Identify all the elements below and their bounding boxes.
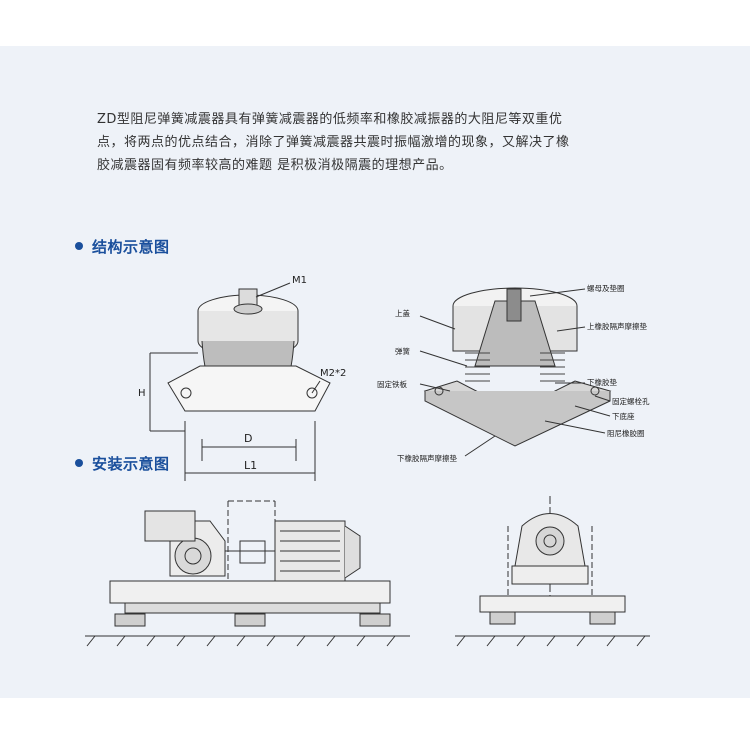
intro-paragraph: ZD型阻尼弹簧减震器具有弹簧减震器的低频率和橡胶减振器的大阻尼等双重优 点，将两… bbox=[97, 108, 665, 177]
intro-line-3: 胶减震器固有频率较高的难题 是积极消极隔震的理想产品。 bbox=[97, 158, 453, 173]
d-dimension-line bbox=[201, 439, 297, 461]
base-frame-lower bbox=[124, 602, 381, 614]
cutaway-bolt-hole-left bbox=[434, 386, 444, 396]
m1-leader bbox=[255, 282, 291, 298]
l1-dimension-line bbox=[184, 421, 316, 481]
intro-line-2: 点，将两点的优点结合，消除了弹簧减震器共震时振幅激增的现象，又解决了橡 bbox=[97, 135, 570, 150]
installation-side-view bbox=[85, 500, 410, 647]
coupling bbox=[239, 540, 266, 564]
pump-housing bbox=[144, 510, 196, 542]
base-plate bbox=[167, 365, 331, 412]
leader-lines bbox=[419, 288, 611, 457]
bullet-dot-icon bbox=[75, 242, 83, 250]
motor-dash-frame bbox=[227, 500, 276, 586]
part-lower-pad: 下橡胶隔声摩擦垫 bbox=[397, 453, 457, 463]
height-dimension-line bbox=[149, 352, 198, 432]
motor-fins bbox=[280, 530, 340, 572]
cutaway-structure-drawing: 螺母及垫圈 上盖 上橡胶隔声摩擦垫 弹簧 下橡胶垫 固定铁板 固定螺栓孔 下底座… bbox=[377, 283, 650, 463]
content-panel: ZD型阻尼弹簧减震器具有弹簧减震器的低频率和橡胶减振器的大阻尼等双重优 点，将两… bbox=[0, 46, 750, 698]
ground-hatch bbox=[86, 635, 396, 647]
front-side-rails bbox=[507, 526, 593, 596]
front-base bbox=[479, 595, 626, 613]
cutaway-bolt bbox=[506, 288, 522, 322]
installation-front-view bbox=[455, 496, 650, 647]
part-lower-rubber-pad: 下橡胶垫 bbox=[587, 377, 617, 387]
dim-h: H bbox=[138, 388, 146, 399]
install-section-title: 安装示意图 bbox=[92, 454, 170, 473]
front-ground-hatch bbox=[456, 635, 646, 647]
part-steel-plate: 固定铁板 bbox=[377, 379, 407, 389]
structure-section-header: 结构示意图 bbox=[75, 236, 170, 256]
part-bolt-hole: 固定螺栓孔 bbox=[612, 396, 650, 406]
cutaway-opening bbox=[474, 300, 556, 367]
base-frame bbox=[109, 580, 391, 604]
pump-wheel bbox=[174, 537, 212, 575]
part-upper-cover: 上盖 bbox=[395, 308, 410, 318]
external-dimension-drawing: M1 H M2*2 D L1 bbox=[138, 275, 346, 481]
top-bolt-washer bbox=[233, 303, 263, 315]
left-bolt-hole bbox=[180, 387, 192, 399]
part-nut: 螺母及垫圈 bbox=[587, 283, 625, 293]
front-mounts bbox=[489, 611, 616, 625]
mount-feet bbox=[114, 613, 391, 627]
dim-m1: M1 bbox=[292, 275, 307, 286]
motor-end bbox=[344, 525, 361, 579]
cutaway-base-bottom bbox=[424, 391, 611, 447]
intro-line-1: ZD型阻尼弹簧减震器具有弹簧减震器的低频率和橡胶减振器的大阻尼等双重优 bbox=[97, 112, 563, 127]
dim-m2: M2*2 bbox=[320, 368, 346, 379]
part-spring: 弹簧 bbox=[395, 346, 410, 356]
cutaway-bolt-hole-right bbox=[590, 386, 600, 396]
bullet-dot-icon bbox=[75, 459, 83, 467]
right-bolt-hole bbox=[306, 387, 318, 399]
part-damping-ring: 阻尼橡胶圈 bbox=[607, 428, 645, 438]
part-lower-seat: 下底座 bbox=[612, 411, 635, 421]
structure-section-title: 结构示意图 bbox=[92, 237, 170, 256]
m2-leader bbox=[311, 380, 321, 394]
part-upper-pad: 上橡胶隔声摩擦垫 bbox=[587, 321, 647, 331]
front-shaft-circle bbox=[535, 526, 565, 556]
springs bbox=[465, 352, 565, 382]
dim-d: D bbox=[244, 432, 252, 445]
install-section-header: 安装示意图 bbox=[75, 453, 170, 473]
dim-l1: L1 bbox=[244, 459, 257, 472]
front-stand bbox=[511, 565, 589, 585]
